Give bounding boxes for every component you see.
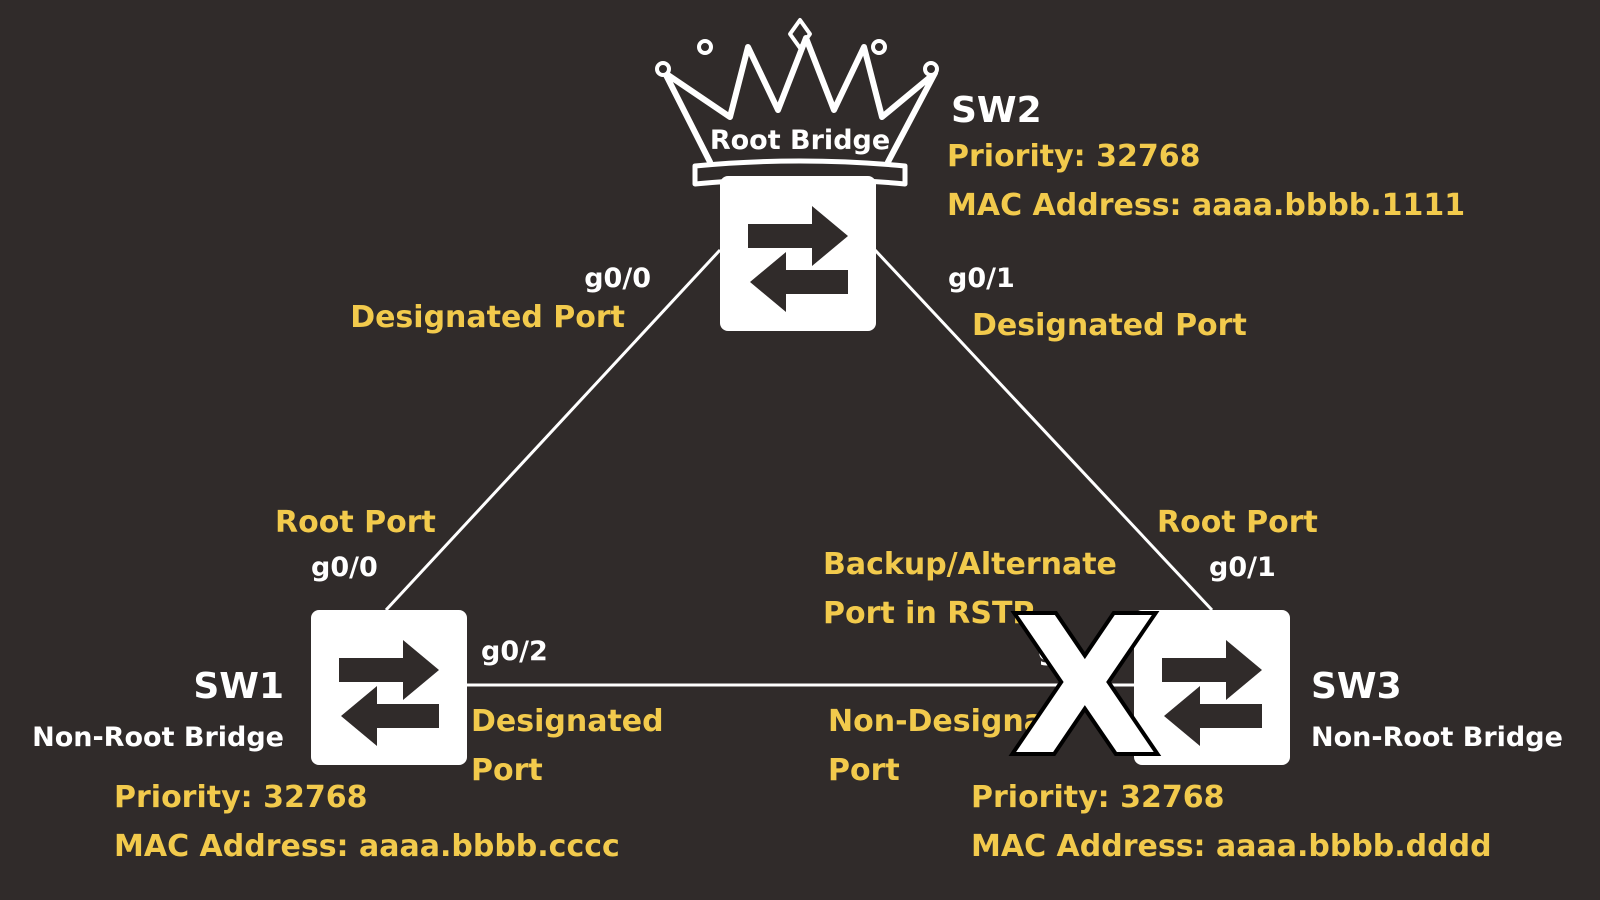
link-sw2-sw1 [384,248,722,612]
link-sw2-sw3 [873,248,1214,612]
sw1-role: Non-Root Bridge [32,722,284,753]
sw3-mac: MAC Address: aaaa.bbbb.dddd [971,829,1492,864]
sw1-mac: MAC Address: aaaa.bbbb.cccc [114,829,620,864]
sw3-port-g0-1-role: Root Port [1157,505,1318,540]
sw1-port-g0-2-role-line2: Port [471,753,543,788]
crown-icon [655,18,939,187]
sw2-mac: MAC Address: aaaa.bbbb.1111 [947,188,1465,223]
sw1-port-g0-2-id: g0/2 [481,636,548,667]
sw3-port-g0-2-role-line1: Non-Designa [828,704,1044,739]
sw2-port-g0-1-role: Designated Port [972,308,1247,343]
sw1-priority: Priority: 32768 [114,780,367,815]
sw3-priority: Priority: 32768 [971,780,1224,815]
sw2-port-g0-0-id: g0/0 [584,263,651,294]
sw3-rstp-line1: Backup/Alternate [823,547,1117,582]
sw1-port-g0-0-id: g0/0 [311,552,378,583]
sw3-role: Non-Root Bridge [1311,722,1563,753]
sw2-priority: Priority: 32768 [947,139,1200,174]
sw2-name: SW2 [951,90,1042,131]
sw3-switch-icon [1134,610,1290,765]
sw2-port-g0-1-id: g0/1 [948,263,1015,294]
sw1-port-g0-0-role: Root Port [275,505,436,540]
sw1-port-g0-2-role-line1: Designated [471,704,664,739]
sw1-switch-icon [311,610,467,765]
sw2-port-g0-0-role: Designated Port [350,300,625,335]
sw3-port-g0-1-id: g0/1 [1209,552,1276,583]
sw3-name: SW3 [1311,666,1402,707]
sw1-name: SW1 [193,666,284,707]
sw2-switch-icon [720,176,876,331]
sw3-port-g0-2-id: g [1038,636,1057,667]
crown-label: Root Bridge [710,125,890,156]
sw3-rstp-line2: Port in RSTP [823,596,1034,631]
sw3-port-g0-2-role-line2: Port [828,753,900,788]
blocked-port-x-icon: X [1013,578,1158,797]
